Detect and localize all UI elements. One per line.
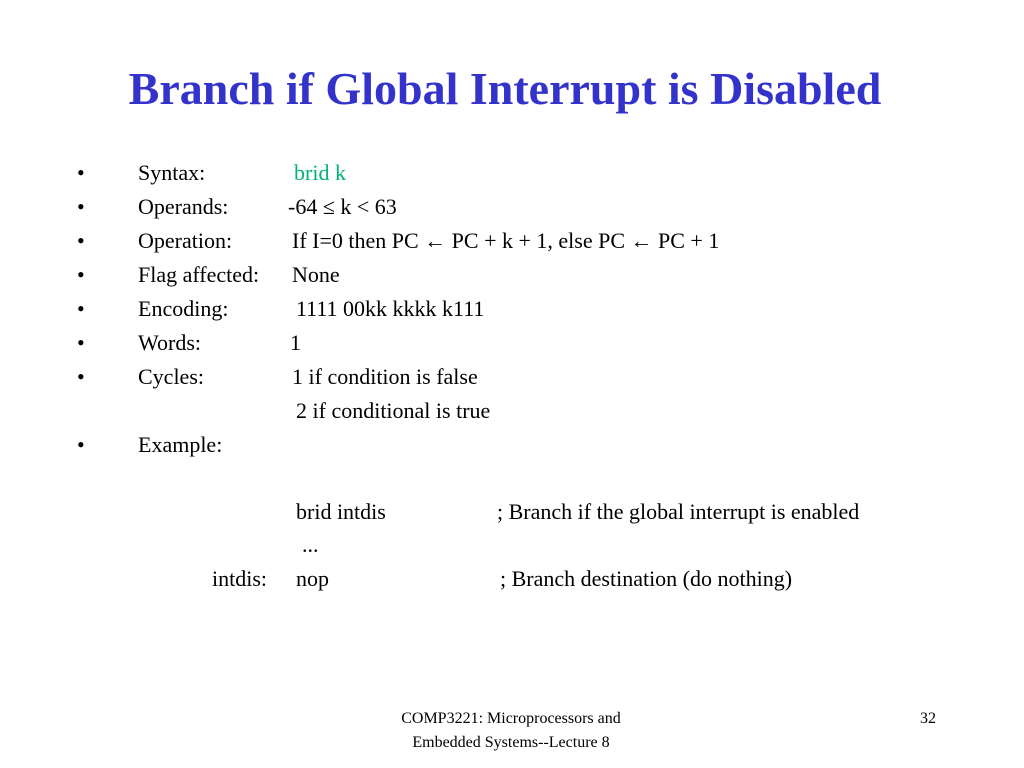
encoding-value: 1111 00kk kkkk k111 xyxy=(296,296,485,321)
bullet-marker: • xyxy=(77,262,85,287)
example-label: Example: xyxy=(138,432,223,457)
footer-course-line1: COMP3221: Microprocessors and xyxy=(401,710,621,727)
syntax-label: Syntax: xyxy=(138,160,206,185)
footer-course-line2: Embedded Systems--Lecture 8 xyxy=(412,734,610,751)
page-number: 32 xyxy=(920,710,936,727)
slide-title: Branch if Global Interrupt is Disabled xyxy=(128,63,882,114)
code-line3-comment: ; Branch destination (do nothing) xyxy=(500,566,793,591)
footer-course: COMP3221: Microprocessors and Embedded S… xyxy=(336,707,686,755)
operation-label: Operation: xyxy=(138,228,233,253)
code-line3-label: intdis: xyxy=(212,566,268,591)
words-label: Words: xyxy=(138,330,202,355)
bullet-marker: • xyxy=(77,364,85,389)
bullet-marker: • xyxy=(77,228,85,253)
cycles-value-2: 2 if conditional is true xyxy=(296,398,491,423)
code-line2-ellipsis: ... xyxy=(302,532,319,557)
operation-value: If I=0 then PC ← PC + k + 1, else PC ← P… xyxy=(292,228,720,253)
bullet-marker: • xyxy=(77,160,85,185)
code-line3-instruction: nop xyxy=(296,566,329,591)
bullet-marker: • xyxy=(77,194,85,219)
code-line1-comment: ; Branch if the global interrupt is enab… xyxy=(497,499,860,524)
cycles-value: 1 if condition is false xyxy=(292,364,478,389)
cycles-label: Cycles: xyxy=(138,364,204,389)
flag-value: None xyxy=(292,262,340,287)
syntax-value: brid k xyxy=(294,160,346,185)
bullet-marker: • xyxy=(77,296,85,321)
operands-label: Operands: xyxy=(138,194,229,219)
operands-value: -64 ≤ k < 63 xyxy=(288,194,397,219)
encoding-label: Encoding: xyxy=(138,296,229,321)
words-value: 1 xyxy=(290,330,301,355)
code-line1-instruction: brid intdis xyxy=(296,499,386,524)
bullet-marker: • xyxy=(77,432,85,457)
flag-label: Flag affected: xyxy=(138,262,260,287)
bullet-marker: • xyxy=(77,330,85,355)
